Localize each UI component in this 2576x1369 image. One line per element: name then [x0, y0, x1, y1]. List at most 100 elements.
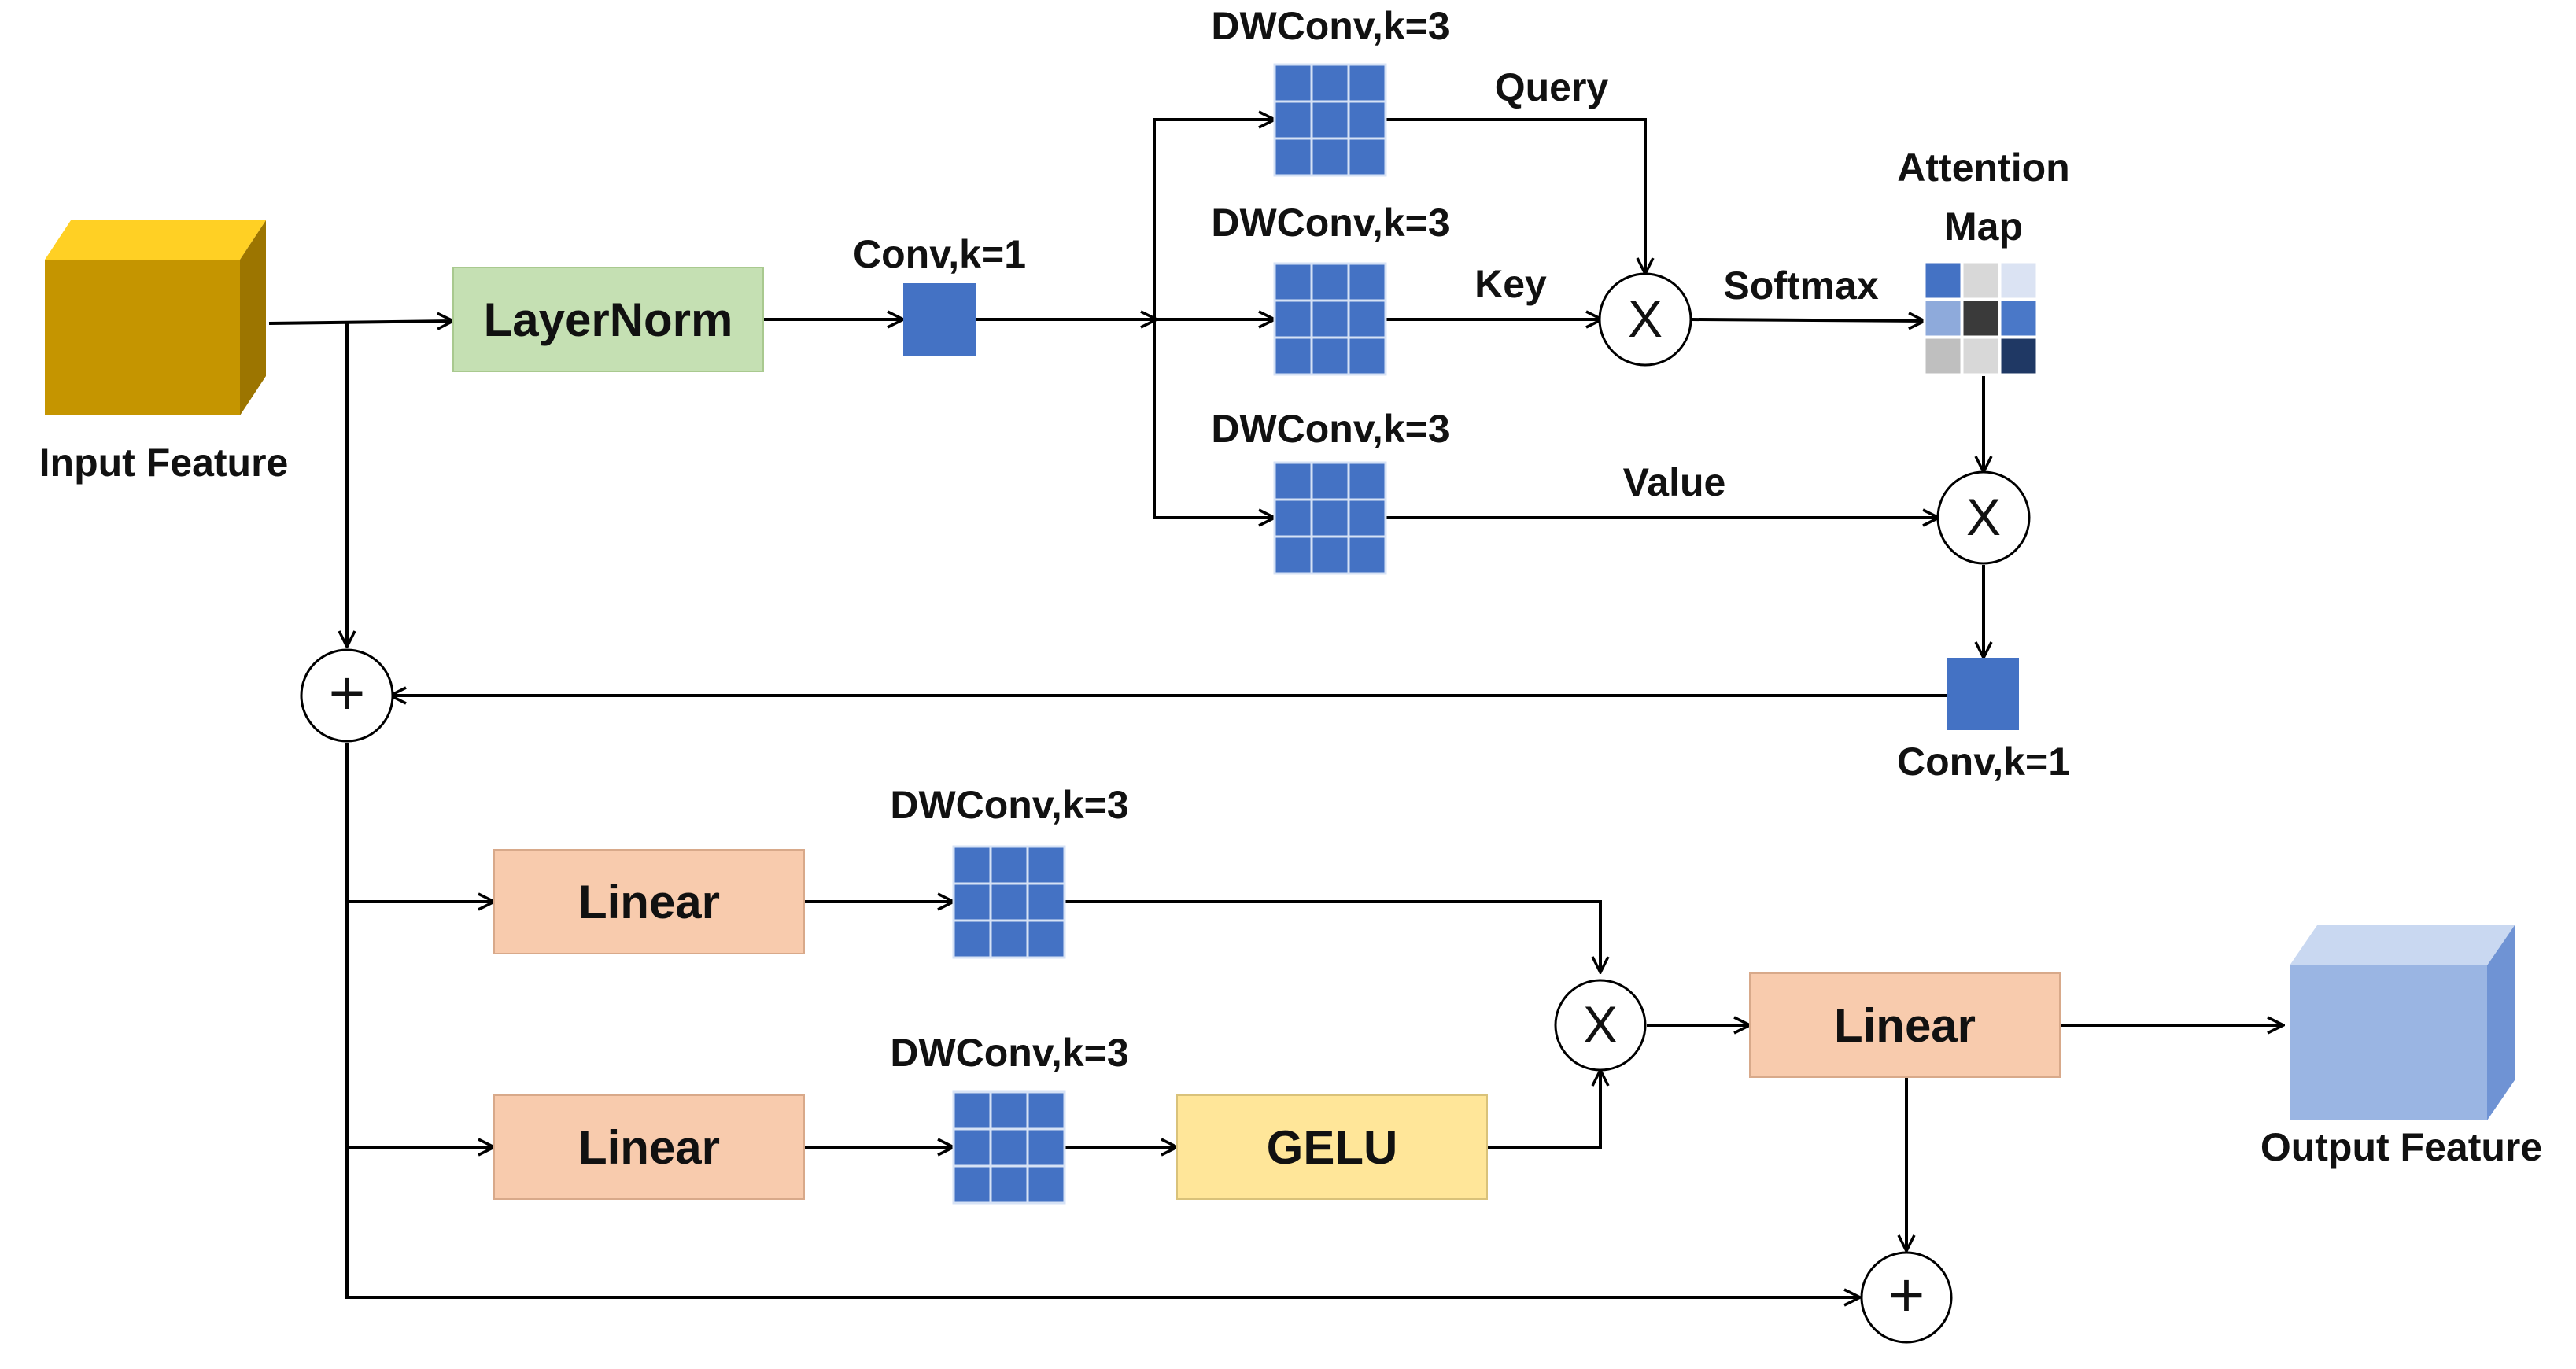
- dwconv-grid-cell: [1310, 262, 1350, 302]
- dwconv-grid-cell: [1026, 845, 1066, 885]
- attention-map-cell: [1923, 260, 1963, 301]
- dwconv-grid-cell: [1347, 461, 1387, 501]
- dwconv-grid-cell: [1310, 100, 1350, 140]
- dwconv-grid-cell: [1273, 63, 1313, 103]
- value-label: Value: [1623, 460, 1726, 504]
- dwconv-grid-cell: [1347, 299, 1387, 339]
- dwconv-value-grid: [1273, 461, 1387, 575]
- attention-map-cell: [1998, 298, 2039, 338]
- dwconv-grid-cell: [1347, 63, 1387, 103]
- dwconv-grid-cell: [1347, 498, 1387, 538]
- dwconv-ffn-top-grid: [952, 845, 1066, 959]
- dwconv-query-label: DWConv,k=3: [1211, 4, 1449, 48]
- dwconv-grid-cell: [1347, 336, 1387, 376]
- connectors: [268, 118, 2283, 1297]
- multiply-glyph: X: [1583, 995, 1618, 1054]
- attention-map-cell: [1961, 298, 2001, 338]
- multiply-operator-av: X: [1936, 470, 2031, 565]
- input-cube-front: [45, 260, 240, 415]
- gelu-label: GELU: [1267, 1121, 1398, 1174]
- dwconv-grid-cell: [1310, 299, 1350, 339]
- dwconv-grid-cell: [1026, 1090, 1066, 1131]
- dwconv-grid-cell: [1273, 299, 1313, 339]
- dwconv-grid-cell: [1310, 461, 1350, 501]
- output-cube-side: [2487, 925, 2515, 1120]
- layernorm-label: LayerNorm: [484, 293, 733, 346]
- dwconv-ffn-bottom-label: DWConv,k=3: [890, 1031, 1128, 1075]
- attention-map-cell: [1961, 336, 2001, 376]
- dwconv-grid-cell: [1347, 262, 1387, 302]
- conv-k1-right-block: [1947, 658, 2019, 730]
- dwconv-grid-cell: [952, 1090, 992, 1131]
- dwconv-grid-cell: [989, 882, 1029, 922]
- conv-k1-top-label: Conv,k=1: [853, 232, 1026, 276]
- dwconv-grid-cell: [1273, 336, 1313, 376]
- linear-bottom-label: Linear: [578, 1121, 720, 1174]
- output-cube-front: [2290, 965, 2487, 1120]
- dwconv-grid-cell: [1310, 63, 1350, 103]
- dwconv-grid-cell: [1347, 100, 1387, 140]
- dwconv-grid-cell: [952, 1164, 992, 1205]
- attention-map-cell: [1961, 260, 2001, 301]
- dwconv-grid-cell: [1273, 100, 1313, 140]
- dwconv-grid-cell: [952, 919, 992, 959]
- attention-map-label-line2: Map: [1944, 205, 2023, 249]
- output-feature-label: Output Feature: [2260, 1125, 2542, 1169]
- attention-map-cell: [1923, 336, 1963, 376]
- key-label: Key: [1474, 262, 1547, 306]
- input-feature-label: Input Feature: [39, 441, 289, 485]
- dwconv-grid-cell: [1026, 919, 1066, 959]
- dwconv-grid-cell: [1026, 1164, 1066, 1205]
- multiply-glyph: X: [1628, 290, 1663, 348]
- dwconv-grid-cell: [1310, 498, 1350, 538]
- conv-k1-top-block: [903, 283, 976, 356]
- dwconv-grid-cell: [1273, 262, 1313, 302]
- layernorm-box: [452, 267, 764, 372]
- dwconv-grid-cell: [1310, 137, 1350, 177]
- dwconv-grid-cell: [1026, 882, 1066, 922]
- attention-map-cell: [1923, 298, 1963, 338]
- wire-softmax-path: [1691, 319, 1925, 321]
- multiply-glyph: X: [1966, 488, 2001, 546]
- dwconv-grid-cell: [1273, 461, 1313, 501]
- add-operator-final-residual: +: [1860, 1251, 1953, 1344]
- dwconv-value-label: DWConv,k=3: [1211, 407, 1449, 451]
- dwconv-grid-cell: [989, 845, 1029, 885]
- gelu-box: [1176, 1094, 1488, 1200]
- linear-out-label: Linear: [1834, 999, 1976, 1052]
- dwconv-grid-cell: [989, 1164, 1029, 1205]
- dwconv-grid-cell: [1273, 498, 1313, 538]
- linear-top-label: Linear: [578, 876, 720, 928]
- add-operator-attention-residual: +: [300, 648, 394, 743]
- dwconv-grid-cell: [1310, 535, 1350, 575]
- dwconv-ffn-bottom-grid: [952, 1090, 1066, 1205]
- conv-k1-right-label: Conv,k=1: [1897, 740, 2070, 784]
- linear-bottom-box: [493, 1094, 805, 1200]
- dwconv-query-grid: [1273, 63, 1387, 177]
- dwconv-grid-cell: [989, 1090, 1029, 1131]
- multiply-operator-qk: X: [1598, 272, 1692, 367]
- output-cube-top: [2290, 925, 2515, 965]
- wire-dwconv-top-to-multiply: [1065, 900, 1600, 972]
- wire-gelu-to-multiply: [1487, 1070, 1600, 1149]
- wire-input-to-layernorm: [268, 321, 453, 323]
- add-glyph: +: [1888, 1260, 1925, 1330]
- dwconv-grid-cell: [1310, 336, 1350, 376]
- add-glyph: +: [329, 658, 366, 728]
- dwconv-grid-cell: [1273, 535, 1313, 575]
- dwconv-grid-cell: [952, 882, 992, 922]
- wire-query-path: [1386, 118, 1645, 274]
- input-cube-side: [240, 220, 266, 415]
- dwconv-key-grid: [1273, 262, 1387, 376]
- dwconv-grid-cell: [1347, 535, 1387, 575]
- softmax-label: Softmax: [1723, 264, 1878, 308]
- attention-map-label-line1: Attention: [1897, 146, 2069, 190]
- dwconv-grid-cell: [952, 1127, 992, 1168]
- dwconv-ffn-top-label: DWConv,k=3: [890, 783, 1128, 827]
- dwconv-grid-cell: [1347, 137, 1387, 177]
- dwconv-grid-cell: [989, 1127, 1029, 1168]
- dwconv-grid-cell: [1026, 1127, 1066, 1168]
- input-cube-top: [45, 220, 266, 260]
- attention-map-cell: [1998, 260, 2039, 301]
